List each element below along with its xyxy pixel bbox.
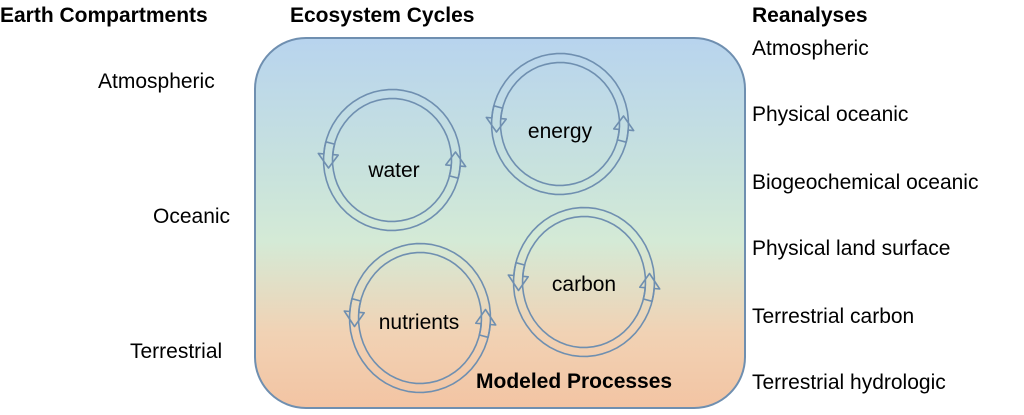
reanalysis-terrestrial-hydrologic: Terrestrial hydrologic (752, 371, 946, 394)
cycle-arrow-lower (322, 141, 467, 232)
reanalysis-physical-land-surface: Physical land surface (752, 237, 951, 260)
modeled-processes-label: Modeled Processes (476, 370, 673, 393)
cycle-label-nutrients: nutrients (378, 311, 460, 334)
reanalysis-physical-oceanic: Physical oceanic (752, 103, 909, 126)
compartment-terrestrial: Terrestrial (130, 340, 223, 363)
cycle-icon-nutrients (343, 242, 497, 394)
cycle-icon-water (317, 88, 467, 232)
compartment-atmospheric: Atmospheric (98, 70, 215, 93)
reanalysis-atmospheric: Atmospheric (752, 37, 869, 60)
cycle-label-energy: energy (527, 120, 593, 143)
modeled-processes-box (254, 37, 746, 409)
cycle-icon-carbon (507, 206, 661, 358)
earth-compartments-header: Earth Compartments (0, 4, 208, 27)
cycle-icon-energy (485, 52, 635, 196)
reanalysis-biogeochemical-oceanic: Biogeochemical oceanic (752, 171, 979, 194)
cycle-arrow-lower (348, 297, 497, 394)
cycle-arrow-lower (490, 105, 635, 196)
reanalysis-terrestrial-carbon: Terrestrial carbon (752, 305, 915, 328)
reanalyses-header: Reanalyses (752, 4, 868, 27)
ecosystem-cycles-header: Ecosystem Cycles (290, 4, 475, 27)
cycle-arrow-lower (512, 261, 661, 358)
compartment-oceanic: Oceanic (153, 205, 231, 228)
cycle-label-carbon: carbon (551, 273, 617, 296)
cycle-label-water: water (368, 159, 420, 182)
